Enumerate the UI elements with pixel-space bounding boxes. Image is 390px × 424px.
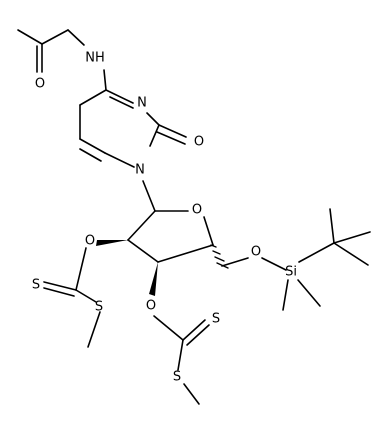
- bond-c4-junction: [79, 89, 107, 106]
- bond-c2-oxygen-b: [156, 131, 186, 145]
- ring-nitrogen-1-label: N: [135, 163, 145, 178]
- thione-sulfur-3prime-label: S: [212, 312, 220, 327]
- bond-thiocarbonyl-s-b: [186, 324, 210, 346]
- acetyl-oxygen-label: O: [35, 77, 45, 92]
- bond-thiocarbonyl-s-b: [43, 287, 75, 297]
- thioether-sulfur-3prime-label: S: [173, 370, 181, 385]
- bond-thiocarbonyl-s-a: [182, 319, 206, 341]
- bond-carbonyl-amide: [41, 29, 69, 45]
- bond-o4prime-c4prime: [203, 216, 214, 246]
- bond-c4-n3-double: [109, 96, 134, 109]
- cytosine-oxygen-label: O: [194, 135, 204, 150]
- acetamide-group: [17, 29, 107, 91]
- stereo-bonds: [96, 240, 229, 296]
- bond-n1-c1prime: [142, 180, 156, 212]
- bond-c6-c5-double: [79, 148, 102, 162]
- thioether-sulfur-2prime-label: S: [95, 300, 103, 315]
- bond-n1-c6: [104, 152, 135, 168]
- bond-tbutyl-methyl-b: [333, 231, 371, 244]
- cytosine-ring: [79, 89, 187, 168]
- bond-n3-c2: [146, 112, 160, 126]
- ring-oxygen-label: O: [192, 203, 202, 218]
- hash-c4prime-2: [212, 250, 221, 255]
- bond-c4prime-c3prime: [157, 244, 214, 263]
- bond-c4-n3: [105, 89, 134, 104]
- bond-tbutyl-methyl-a: [329, 208, 335, 244]
- wedge-c3prime-oxygen: [149, 262, 158, 296]
- xanthate-2prime: [43, 247, 101, 348]
- bond-silicon-methyl-a: [282, 279, 289, 311]
- bond-thioether-methyl: [87, 311, 101, 348]
- bond-thiocarbonyl-s-a: [43, 281, 77, 291]
- hash-c4prime-1: [210, 244, 217, 248]
- bond-methyl-carbonyl: [17, 29, 43, 45]
- ribose-ring: [127, 210, 214, 263]
- xanthate-oxygen-3prime-label: O: [146, 299, 156, 314]
- atom-labels: NH O N N O O O Si O O S S S S: [32, 51, 297, 385]
- bond-thiocarbonyl-thioether: [177, 339, 184, 371]
- bond-c2-n1: [149, 124, 160, 147]
- xanthate-oxygen-2prime-label: O: [85, 234, 95, 249]
- wedge-c2prime-oxygen: [96, 240, 128, 246]
- bond-c2prime-c1prime: [127, 210, 156, 241]
- bond-nh-c4: [103, 69, 107, 91]
- thione-sulfur-2prime-label: S: [32, 278, 40, 293]
- bond-c3prime-c2prime: [127, 239, 159, 263]
- silicon-label: Si: [285, 265, 297, 280]
- bond-oxygen-silicon: [261, 257, 287, 271]
- bond-c6-c5: [79, 138, 106, 154]
- ring-nitrogen-3-label: N: [137, 96, 147, 111]
- amide-nitrogen-label: NH: [85, 51, 105, 66]
- bond-amide-nh: [67, 29, 85, 46]
- bond-c5prime-oxygen: [221, 257, 249, 267]
- xanthate-3prime: [153, 315, 210, 405]
- bond-c2-oxygen-a: [158, 124, 187, 138]
- silyl-ether-oxygen-label: O: [251, 245, 261, 260]
- bond-oxygen-thiocarbonyl: [153, 315, 184, 341]
- glycosidic-bond: [142, 180, 156, 212]
- bond-tbutyl-methyl-c: [333, 242, 369, 266]
- bond-oxygen-thiocarbonyl: [75, 247, 87, 291]
- hash-c4prime-3: [214, 256, 225, 262]
- bond-silicon-methyl-b: [297, 279, 321, 307]
- bond-thiocarbonyl-thioether: [75, 289, 97, 303]
- bond-thioether-methyl: [183, 383, 200, 405]
- silyl-ether-chain: [221, 208, 371, 311]
- bond-silicon-tbutyl: [298, 242, 335, 263]
